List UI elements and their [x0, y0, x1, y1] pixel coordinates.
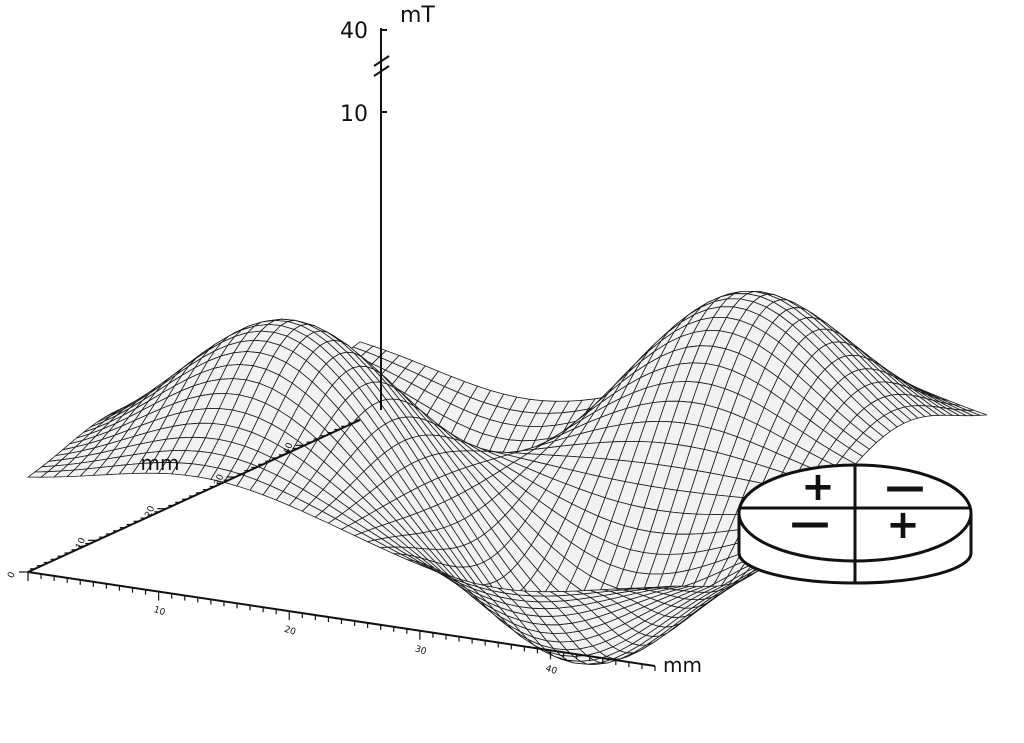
inset-symbol-bottom-left: — — [790, 500, 830, 546]
z-tick-label-40: 40 — [340, 19, 368, 44]
y-tick-label: 30 — [213, 473, 227, 488]
y-tick-label: 40 — [282, 441, 296, 456]
inset-symbol-top-right: — — [885, 464, 925, 510]
x-tick-label: 10 — [152, 605, 166, 618]
inset-symbol-bottom-right: + — [886, 502, 920, 548]
y-tick-label: 0 — [6, 570, 18, 579]
z-axis-break — [373, 55, 390, 67]
x-tick-label: 20 — [283, 625, 297, 638]
z-tick-label-10: 10 — [340, 102, 368, 127]
inset-symbol-top-left: + — [801, 464, 835, 510]
axes: 10 20 30 40 mm 0 10 20 30 40 mm 40 10 mT — [6, 3, 702, 677]
x-tick-label: 30 — [414, 644, 428, 657]
x-tick-label: 40 — [544, 664, 558, 677]
surface-cell — [641, 586, 662, 589]
y-tick-label: 20 — [144, 504, 158, 519]
z-axis-break — [373, 65, 390, 77]
x-axis-unit: mm — [663, 653, 702, 677]
z-axis-unit: mT — [400, 3, 435, 28]
y-tick-label: 10 — [75, 536, 89, 551]
y-axis-unit: mm — [141, 451, 180, 475]
magnet-inset: + — — + — [737, 463, 973, 585]
